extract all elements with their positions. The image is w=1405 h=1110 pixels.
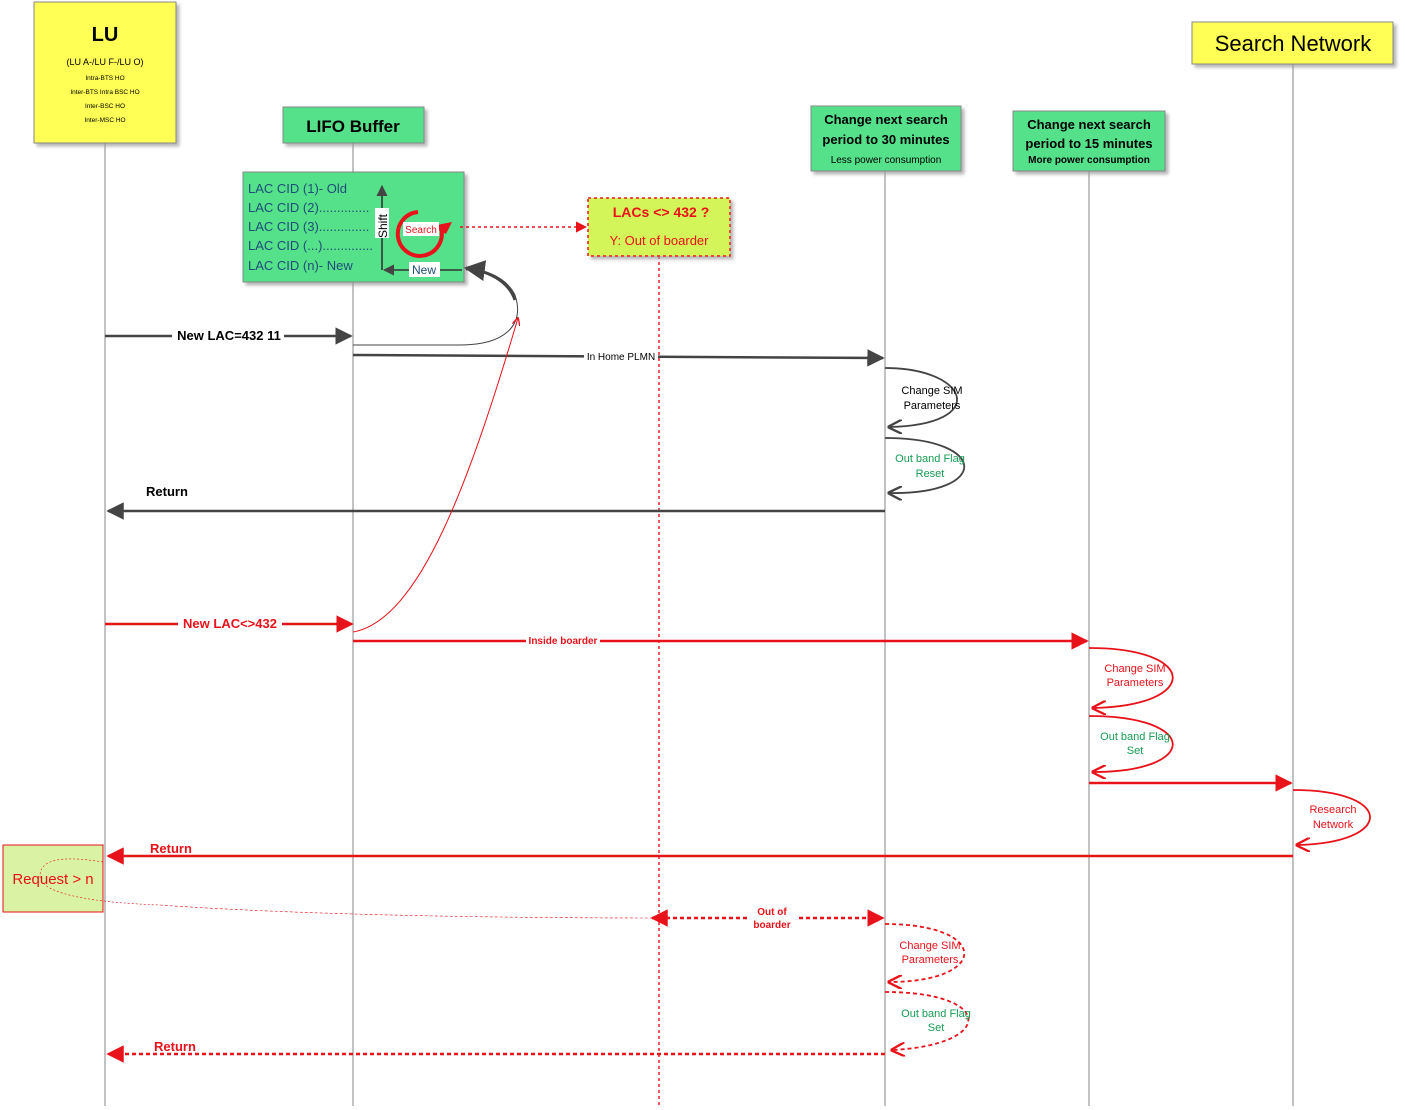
lu-line: Inter-BSC HO <box>85 103 125 110</box>
change-sim-3-line: Change SIM <box>899 940 960 952</box>
buffer-row: LAC CID (3).............. <box>248 219 369 234</box>
lifo-participant: LIFO Buffer <box>282 106 425 144</box>
lacs-check-box: LACs <> 432 ? Y: Out of boarder <box>587 197 731 257</box>
msg-new-lac-432: New LAC=432 11 <box>177 328 281 343</box>
self-loop-change-sim-2 <box>1088 647 1174 708</box>
msg-out-of-boarder-line: boarder <box>753 920 790 931</box>
self-loop-change-sim-3 <box>884 923 965 982</box>
lu-subtitle: (LU A-/LU F-/LU O) <box>66 57 143 67</box>
flag-reset-line: Reset <box>916 468 945 480</box>
self-loop-flag-set-2 <box>884 991 970 1050</box>
lifo-buffer-contents: LAC CID (1)- Old LAC CID (2)............… <box>242 171 465 283</box>
lifo-title: LIFO Buffer <box>306 117 400 136</box>
msg-return-3: Return <box>154 1039 196 1054</box>
buffer-store-connector-red <box>352 318 518 633</box>
self-loop-flag-reset <box>884 437 965 493</box>
change15-line3: More power consumption <box>1028 155 1150 166</box>
research-line: Research <box>1309 804 1356 816</box>
flag-set-1-line: Out band Flag <box>1100 731 1170 743</box>
change30-participant: Change next search period to 30 minutes … <box>810 105 962 172</box>
change-sim-3-line: Parameters <box>902 954 959 966</box>
request-box: Request > n <box>2 844 161 913</box>
change15-line1: Change next search <box>1027 117 1151 132</box>
change30-line3: Less power consumption <box>831 155 942 166</box>
msg-return-2: Return <box>150 841 192 856</box>
msg-inside-boarder: Inside boarder <box>529 636 598 647</box>
msg-return-1: Return <box>146 484 188 499</box>
change30-line1: Change next search <box>824 112 948 127</box>
shift-label: Shift <box>376 213 390 238</box>
lu-line: Intra-BTS HO <box>85 75 124 82</box>
msg-out-of-boarder-line: Out of <box>757 907 787 918</box>
flag-set-2-line: Out band Flag <box>901 1008 971 1020</box>
lacs-condition: LACs <> 432 ? <box>613 204 710 220</box>
search-label: Search <box>405 225 437 236</box>
change-sim-1-line: Change SIM <box>901 385 962 397</box>
flag-reset-line: Out band Flag <box>895 453 965 465</box>
new-label: New <box>412 263 436 277</box>
buffer-store-arrow <box>463 260 517 301</box>
lu-participant: LU (LU A-/LU F-/LU O) Intra-BTS HO Inter… <box>33 1 177 144</box>
search-network-participant: Search Network <box>1191 21 1394 65</box>
research-line: Network <box>1313 819 1354 831</box>
request-connector <box>159 904 653 919</box>
change15-participant: Change next search period to 15 minutes … <box>1012 110 1166 172</box>
buffer-row: LAC CID (1)- Old <box>248 181 347 196</box>
self-loop-change-sim-1 <box>884 367 958 427</box>
search-cycle-icon <box>395 210 444 258</box>
change-sim-2-line: Parameters <box>1107 677 1164 689</box>
self-loop-flag-set-1 <box>1088 715 1174 772</box>
lu-line: Inter-MSC HO <box>84 117 125 124</box>
change-sim-2-line: Change SIM <box>1104 663 1165 675</box>
buffer-row: LAC CID (...).............. <box>248 238 373 253</box>
lu-line: Inter-BTS Intra BSC HO <box>70 89 139 96</box>
self-loop-research <box>1292 789 1371 845</box>
request-loop <box>39 858 161 906</box>
change-sim-1-line: Parameters <box>904 400 961 412</box>
buffer-row: LAC CID (2).............. <box>248 200 369 215</box>
lu-title: LU <box>92 24 119 46</box>
lacs-result: Y: Out of boarder <box>609 233 709 248</box>
change15-line2: period to 15 minutes <box>1025 136 1152 151</box>
flag-set-2-line: Set <box>928 1022 945 1034</box>
change30-line2: period to 30 minutes <box>822 132 949 147</box>
msg-in-home-plmn: In Home PLMN <box>587 352 655 363</box>
buffer-row: LAC CID (n)- New <box>248 258 353 273</box>
search-network-title: Search Network <box>1215 31 1373 56</box>
flag-set-1-line: Set <box>1127 745 1144 757</box>
msg-new-lac-not-432: New LAC<>432 <box>183 616 277 631</box>
request-label: Request > n <box>12 871 93 888</box>
